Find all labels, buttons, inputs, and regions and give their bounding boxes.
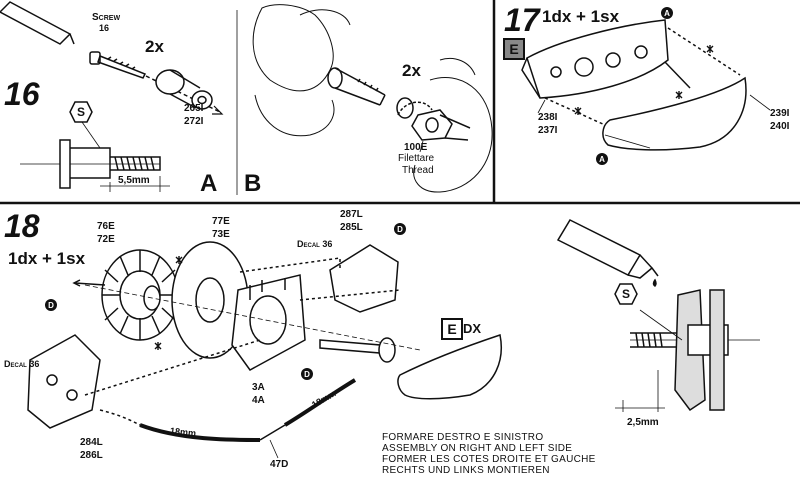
sub-step-a: A [200,170,218,197]
fender-right-drawing [397,334,502,400]
thread-label-en: Thread [402,165,434,176]
quantity-18: 1dx + 1sx [8,249,86,268]
mudguard-drawing [602,76,747,151]
nut-drawing [396,97,471,141]
part-73: 73E [212,229,230,240]
part-265: 265I [184,103,204,114]
caliper-right-drawing [329,244,399,313]
note-line-en: ASSEMBLY ON RIGHT AND LEFT SIDE [382,443,573,454]
hub-drawing [231,274,306,371]
dimension-2-5mm: 2,5mm [627,417,659,428]
hexagon-s-icon-18: S [614,283,638,305]
badge-dx-label: DX [463,321,482,336]
stud-drawing [327,67,386,106]
decal-label-left: Decal 36 [4,359,40,369]
shaft-drawing [319,337,396,363]
part-72: 72E [97,234,115,245]
quantity-17: 1dx + 1sx [542,7,620,26]
part-100: 100E [404,142,428,153]
part-4a: 4A [252,395,265,406]
part-77: 77E [212,216,230,227]
sub-step-b: B [244,170,262,197]
part-285: 285L [340,222,363,233]
part-47: 47D [270,459,289,470]
screw-label: Screw [92,12,121,23]
step-number-17: 17 [504,2,540,38]
screw-number: 16 [99,23,110,33]
quantity-b: 2x [402,61,421,80]
hexagon-s-label-18: S [621,287,630,301]
part-239: 239I [770,108,790,119]
step-number-16: 16 [4,76,40,112]
decal-label-top: Decal 36 [297,239,333,249]
fender-drawing [521,19,669,99]
circle-d-left: D [45,299,57,311]
part-287: 287L [340,209,363,220]
hexagon-s-icon: S [69,101,93,123]
note-line-de: RECHTS UND LINKS MONTIEREN [382,465,550,476]
circle-d-top: D [394,223,406,235]
circle-d-center: D [301,368,313,380]
part-237: 237I [538,125,558,136]
assembly-note: FORMARE DESTRO E SINISTRO ASSEMBLY ON RI… [382,432,596,476]
caliper-section-drawing [615,289,760,412]
thread-label-it: Filettare [398,153,435,164]
badge-e-18: E [441,318,463,340]
circle-a-top: A [661,7,673,19]
part-284: 284L [80,437,103,448]
badge-e-17: E [503,38,525,60]
circle-a-bottom: A [596,153,608,165]
spacer-drawing [155,69,213,110]
bolt-assembly-a [20,121,170,192]
part-3a: 3A [252,382,265,393]
note-line-it: FORMARE DESTRO E SINISTRO [382,432,544,443]
asterisk-markers [154,45,714,350]
cooling-disc-drawing [101,249,179,341]
caliper-left-drawing [27,334,101,429]
step-number-18: 18 [4,208,40,244]
screw-drawing [89,51,147,79]
glue-tube-drawing [556,219,659,287]
part-76: 76E [97,221,115,232]
part-286: 286L [80,450,103,461]
quantity-16: 2x [145,37,164,56]
screwdriver-drawing [0,1,72,45]
dimension-5-5mm: 5,5mm [118,175,150,186]
part-240: 240I [770,121,790,132]
part-272: 272I [184,116,204,127]
note-line-fr: FORMER LES COTES DROITE ET GAUCHE [382,454,596,465]
hands-drawing [252,4,493,193]
part-238: 238I [538,112,558,123]
hexagon-s-label: S [76,105,85,119]
